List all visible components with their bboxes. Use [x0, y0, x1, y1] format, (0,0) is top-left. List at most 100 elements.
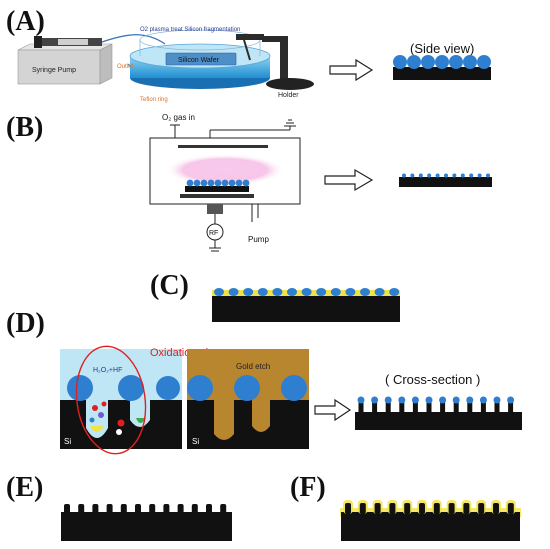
panel-c — [212, 288, 400, 322]
sphere-d3 — [156, 376, 180, 400]
sphere-a — [435, 55, 449, 69]
sphere-c — [374, 288, 385, 296]
sphere-cap-d — [493, 396, 501, 404]
sphere-cap-d — [371, 396, 379, 404]
etch-box-left: H₂O₂+HF Oxidation phenomenon Si — [60, 345, 264, 455]
sphere-b-chamber — [228, 179, 236, 187]
pillar-d — [494, 402, 500, 413]
holder: Holder — [236, 34, 314, 99]
pillar-e — [135, 504, 141, 514]
pillar-e — [206, 504, 212, 514]
syringe-pump: Syringe Pump — [17, 36, 113, 85]
pillar-f — [374, 503, 381, 514]
substrate-b — [399, 177, 492, 187]
side-view-label: (Side view) — [410, 41, 474, 56]
spheres-c — [214, 288, 400, 296]
sphere-c — [345, 288, 356, 296]
panel-label-b: (B) — [6, 112, 44, 143]
pillar-d — [453, 402, 459, 413]
sphere-cap-d — [466, 396, 474, 404]
substrate-b-chamber — [185, 186, 249, 192]
pillar-f — [419, 503, 425, 514]
sphere-b — [427, 173, 432, 178]
arrow-a-icon — [329, 58, 374, 82]
pillar-e — [149, 504, 156, 514]
sphere-d1 — [67, 375, 93, 401]
sphere-cap-d — [384, 396, 392, 404]
sphere-c — [243, 288, 254, 296]
tubing — [101, 34, 166, 45]
panel-label-f: (F) — [290, 472, 326, 503]
plasma-bath: Silicon Wafer O2 plasma treat Silicon fr… — [117, 27, 271, 103]
sphere-cap-d — [439, 396, 447, 404]
sphere-b-chamber — [221, 179, 229, 187]
pillar-f — [433, 503, 440, 514]
sphere-cap-d — [425, 396, 433, 404]
cross-section-label: ( Cross-section ) — [385, 372, 480, 387]
pillar-e — [120, 504, 127, 514]
silicon-wafer-label: Silicon Wafer — [178, 57, 220, 64]
sphere-b — [444, 173, 448, 178]
sphere-c — [301, 288, 312, 296]
panel-label-c: (C) — [150, 270, 189, 301]
substrate-f — [341, 512, 520, 541]
pillar-d — [426, 402, 432, 413]
pillar-d — [399, 402, 405, 413]
sphere-c — [330, 288, 341, 296]
sphere-b-chamber — [207, 179, 215, 187]
panel-label-d: (D) — [6, 308, 45, 339]
bath-title-label: O2 plasma treat Silicon fragmentation — [140, 27, 240, 33]
pillar-d — [385, 402, 391, 413]
sphere-cap-d — [507, 396, 515, 404]
sphere-b-chamber — [200, 179, 208, 187]
gas-in-label: O₂ gas in — [162, 113, 195, 122]
sphere-cap-d — [398, 396, 406, 404]
sphere-a — [449, 55, 463, 69]
panel-a: Syringe Pump Silicon Wafer O2 plasma tre… — [17, 27, 491, 103]
sphere-c — [389, 288, 400, 296]
pillar-f — [478, 503, 485, 514]
pillar-e — [92, 504, 99, 514]
substrate-a — [393, 67, 491, 80]
sphere-c — [287, 288, 297, 296]
sphere-a — [463, 55, 477, 69]
plasma-chamber — [149, 137, 301, 205]
sphere-d5 — [234, 375, 260, 401]
sphere-cap-d — [479, 396, 487, 404]
pillar-e — [220, 504, 227, 514]
sphere-b — [477, 173, 482, 178]
sphere-c — [257, 288, 268, 296]
sphere-b — [410, 173, 415, 178]
pillar-d — [467, 402, 473, 413]
sphere-c — [214, 288, 224, 296]
panel-label-a: (A) — [6, 6, 45, 37]
holder-label: Holder — [278, 92, 299, 99]
rf-label: RF — [209, 230, 218, 237]
panel-label-e: (E) — [6, 472, 44, 503]
pillar-f — [345, 503, 351, 514]
pillar-f — [359, 503, 366, 514]
arrow-d-icon — [314, 398, 352, 422]
pillar-d — [412, 402, 418, 413]
pillar-f — [448, 503, 455, 514]
etchant-label: H₂O₂+HF — [93, 367, 122, 374]
sphere-b-chamber — [214, 179, 222, 187]
pillar-f — [463, 503, 470, 514]
sphere-b — [402, 173, 406, 178]
silicon-wafer — [165, 52, 237, 66]
panel-e — [61, 504, 232, 541]
sphere-cap-d — [452, 396, 460, 404]
oxidation-ring — [75, 345, 147, 455]
pillar-d — [480, 402, 486, 413]
spheres-b — [402, 173, 490, 178]
pillars-f — [343, 500, 516, 514]
sphere-b-chamber — [235, 179, 243, 187]
pillar-e — [191, 504, 198, 514]
sphere-cap-d — [411, 396, 419, 404]
pillars-d — [357, 396, 515, 413]
arrow-b-icon — [324, 168, 374, 192]
pillar-d — [440, 402, 446, 413]
sphere-b — [435, 173, 440, 178]
sphere-cap-d — [357, 396, 365, 404]
